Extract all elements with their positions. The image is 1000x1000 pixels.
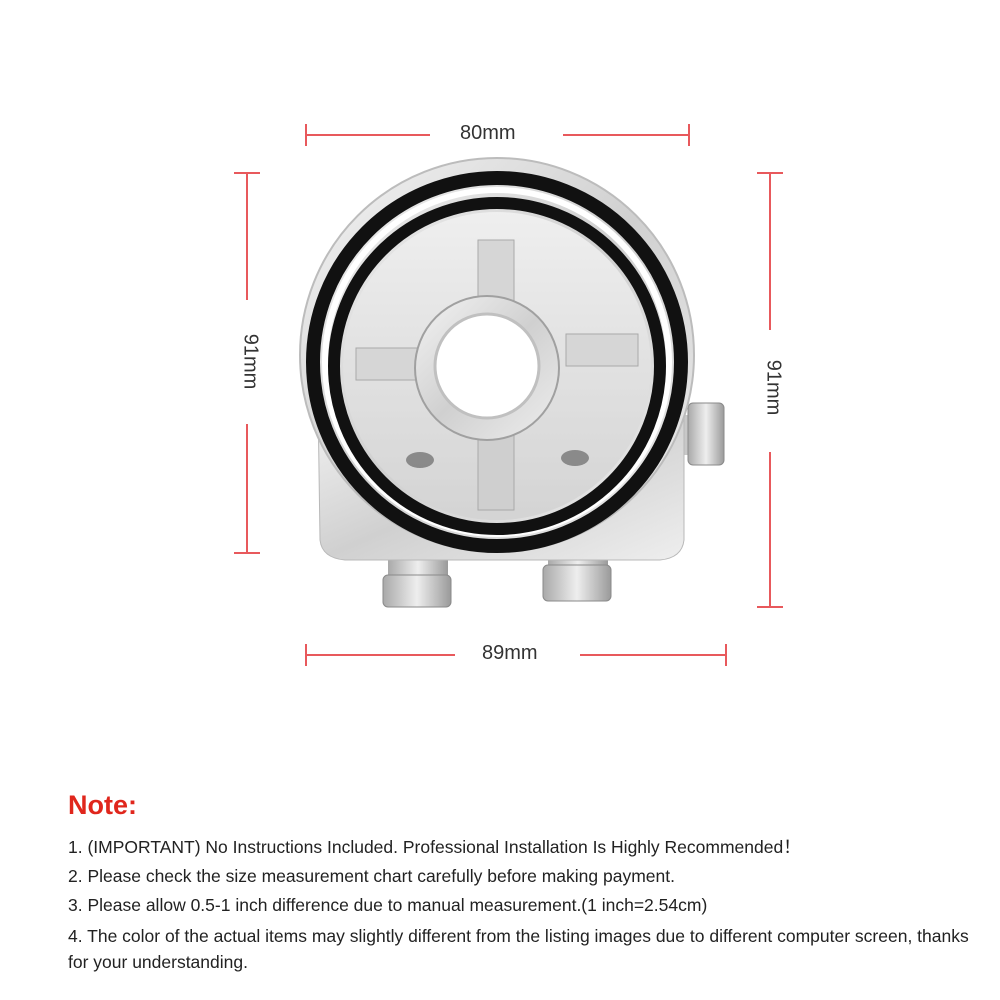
inner-seal-ring [328, 197, 666, 535]
bottom-width-label: 89mm [482, 642, 538, 664]
right-height-label: 91mm [762, 359, 785, 416]
top-width-dimension: 80mm [305, 120, 690, 150]
note-item-1: 1. (IMPORTANT) No Instructions Included.… [68, 837, 801, 857]
left-height-dimension: 91mm [232, 172, 262, 554]
note-title: Note: [68, 790, 137, 820]
outer-seal-ring [306, 171, 688, 553]
bottom-width-dimension: 89mm [305, 640, 727, 670]
center-hole [433, 312, 541, 420]
bottom-left-nut-icon [382, 555, 452, 608]
right-height-dimension: 91mm [755, 172, 785, 608]
note-item-3: 3. Please allow 0.5-1 inch difference du… [68, 895, 708, 915]
bottom-right-nut-icon [542, 555, 612, 602]
note-item-4: 4. The color of the actual items may sli… [68, 926, 969, 972]
note-section: Note: 1. (IMPORTANT) No Instructions Inc… [68, 790, 978, 975]
top-width-label: 80mm [460, 122, 516, 144]
left-height-label: 91mm [239, 333, 262, 390]
note-item-2: 2. Please check the size measurement cha… [68, 866, 675, 886]
